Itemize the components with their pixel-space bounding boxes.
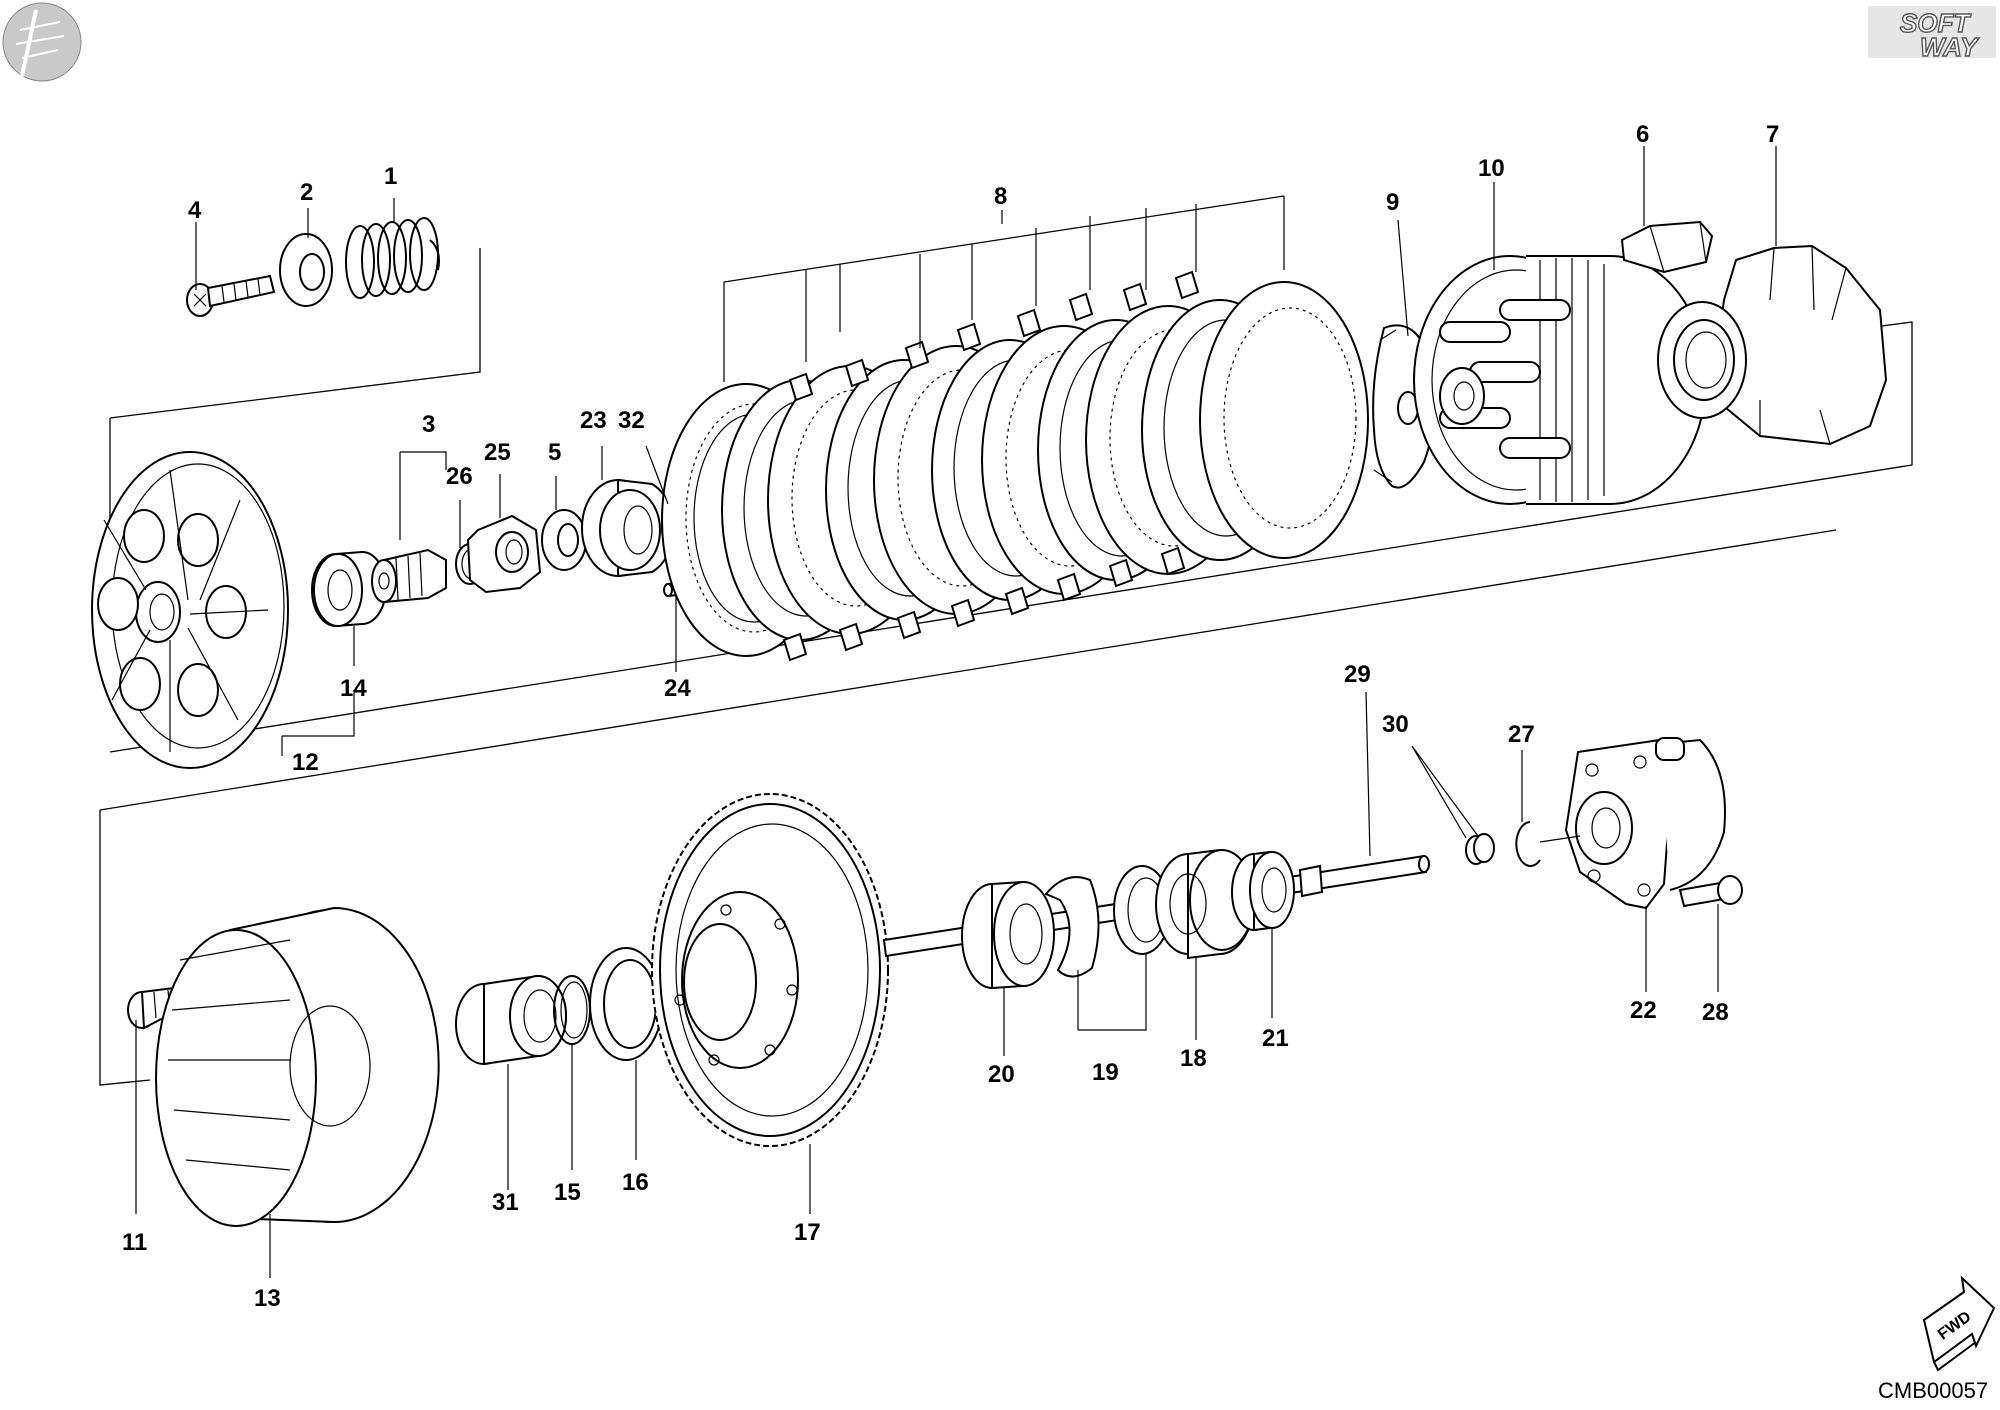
callout-27: 27 — [1508, 721, 1535, 748]
part-21-bushing — [1231, 850, 1295, 932]
callout-19: 19 — [1092, 1059, 1119, 1086]
callout-26: 26 — [446, 463, 473, 490]
brand-logo: SOFT WAY — [1868, 6, 1996, 63]
callout-1: 1 — [384, 163, 397, 190]
callout-5: 5 — [548, 439, 561, 466]
callout-labels: 1 2 3 4 5 6 7 8 9 10 11 12 13 14 15 16 1… — [122, 121, 1779, 1312]
callout-6: 6 — [1636, 121, 1649, 148]
callout-4: 4 — [188, 197, 202, 224]
callout-32: 32 — [618, 407, 645, 434]
callout-12: 12 — [292, 749, 319, 776]
callout-2: 2 — [300, 179, 313, 206]
callout-15: 15 — [554, 1179, 581, 1206]
callout-23: 23 — [580, 407, 607, 434]
callout-18: 18 — [1180, 1045, 1207, 1072]
forward-arrow-icon: FWD — [1922, 1275, 1996, 1372]
callout-8: 8 — [994, 183, 1007, 210]
callout-14: 14 — [340, 675, 367, 702]
callout-30: 30 — [1382, 711, 1409, 738]
callout-28: 28 — [1702, 999, 1729, 1026]
corner-badge-icon — [2, 2, 82, 82]
part-27-circlip — [1515, 821, 1541, 867]
callout-11: 11 — [122, 1229, 147, 1256]
part-5-washer — [541, 509, 587, 571]
part-30-small-bushing — [1465, 833, 1495, 865]
callout-17: 17 — [794, 1219, 821, 1246]
callout-25: 25 — [484, 439, 511, 466]
callout-20: 20 — [988, 1061, 1015, 1088]
part-19-thrust-washers — [1044, 865, 1171, 978]
part-31-bushing — [455, 974, 567, 1066]
part-12-pressure-plate — [91, 451, 289, 769]
part-6-damper-rubber — [1620, 220, 1714, 274]
part-7-housing — [1657, 244, 1888, 446]
part-28-screw — [1678, 875, 1743, 908]
callout-22: 22 — [1630, 997, 1657, 1024]
part-2-washer — [279, 233, 333, 307]
callout-10: 10 — [1478, 155, 1505, 182]
part-8-clutch-plates — [661, 270, 1369, 662]
part-18-needle-bearing — [1155, 848, 1255, 960]
brand-logo-line1: SOFT — [1900, 8, 1971, 38]
leader-lines — [135, 146, 1777, 1278]
drawing-code: CMB00057 — [1878, 1378, 1988, 1403]
part-22-slave-cylinder — [1539, 737, 1726, 910]
part-17-primary-gear — [651, 793, 889, 1147]
callout-31: 31 — [492, 1189, 519, 1216]
part-23-cup — [581, 478, 675, 578]
part-1-spring — [345, 217, 440, 299]
callout-24: 24 — [664, 675, 691, 702]
callout-7: 7 — [1766, 121, 1779, 148]
part-14-bearing — [311, 550, 387, 628]
callout-9: 9 — [1386, 189, 1399, 216]
part-25-nut — [466, 514, 542, 594]
part-20-bearing — [961, 880, 1055, 990]
callout-3: 3 — [422, 411, 435, 438]
part-4-screw — [186, 274, 276, 317]
brand-logo-line2: WAY — [1920, 32, 1980, 62]
part-13-clutch-basket — [155, 906, 440, 1227]
callout-21: 21 — [1262, 1025, 1289, 1052]
callout-13: 13 — [254, 1285, 281, 1312]
part-3-pushrod — [371, 548, 447, 604]
callout-16: 16 — [622, 1169, 649, 1196]
callout-29: 29 — [1344, 661, 1371, 688]
